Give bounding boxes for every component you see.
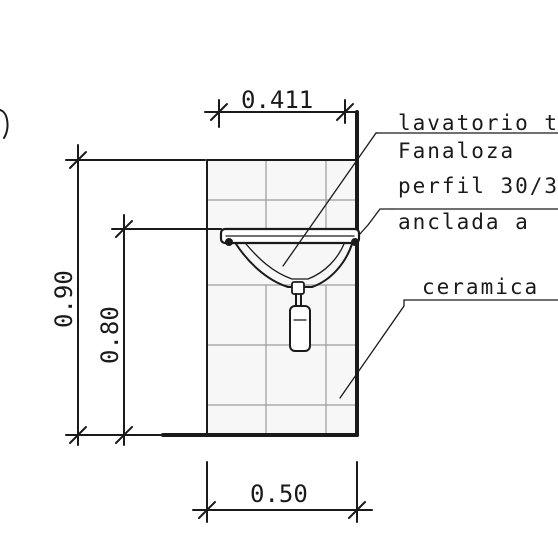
clipped-glyph — [0, 109, 9, 139]
note-lavatorio: lavatorio tip — [398, 111, 558, 135]
dimension-basin-height-label: 0.80 — [96, 306, 124, 364]
dimension-bottom — [192, 461, 373, 523]
dimension-total-height-label: 0.90 — [50, 270, 78, 328]
note-fanaloza: Fanaloza — [398, 139, 515, 163]
dimension-top — [204, 99, 358, 128]
leader-lines — [282, 132, 558, 399]
dimension-bottom-label: 0.50 — [250, 480, 308, 508]
dimension-total-height — [65, 144, 206, 446]
tiled-wall — [206, 159, 358, 436]
washbasin — [219, 227, 361, 352]
note-perfil: perfil 30/3 — [398, 174, 558, 198]
dimension-top-label: 0.411 — [241, 86, 313, 114]
dimension-basin-height — [111, 214, 222, 446]
note-anclada: anclada a — [398, 210, 530, 234]
siphon-trap — [289, 305, 311, 352]
anchor-bolt-left — [225, 238, 233, 246]
note-ceramica: ceramica — [422, 275, 539, 299]
